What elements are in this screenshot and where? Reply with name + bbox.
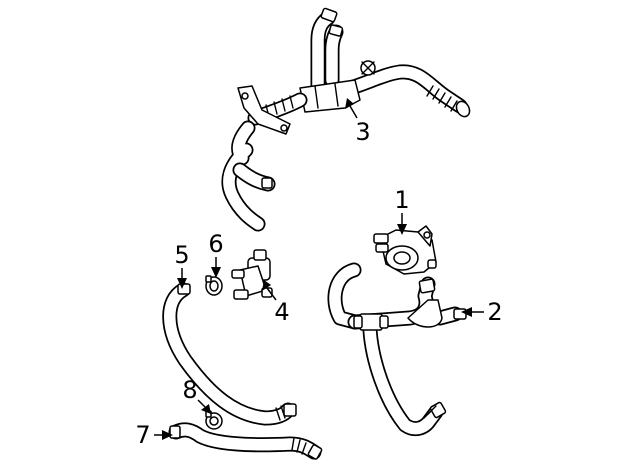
callout-label-3: 3 <box>355 118 370 146</box>
callout-label-2: 2 <box>487 298 502 326</box>
callout-1: 1 <box>394 186 410 235</box>
part-8-clamp <box>205 410 223 430</box>
part-6-clamp <box>205 275 223 296</box>
callout-label-6: 6 <box>208 230 223 258</box>
part-3-pipe-assembly <box>221 7 471 232</box>
callout-label-8: 8 <box>182 376 197 404</box>
part-4-small-valve <box>231 249 273 300</box>
callout-6: 6 <box>208 230 224 278</box>
part-7-hose <box>168 422 323 460</box>
callout-label-4: 4 <box>274 298 289 326</box>
callout-3: 3 <box>345 98 371 146</box>
callout-2: 2 <box>461 298 503 326</box>
callout-4: 4 <box>262 280 290 326</box>
part-2-connector <box>432 306 467 326</box>
callout-label-1: 1 <box>394 186 409 214</box>
part-5-hose <box>162 282 297 426</box>
callout-5: 5 <box>174 241 190 289</box>
callout-8: 8 <box>182 376 211 414</box>
callout-label-5: 5 <box>174 241 189 269</box>
callout-label-7: 7 <box>135 421 150 449</box>
callout-7: 7 <box>135 421 173 449</box>
part-1-valve <box>373 225 437 275</box>
part-right-hose-assembly <box>327 262 447 437</box>
